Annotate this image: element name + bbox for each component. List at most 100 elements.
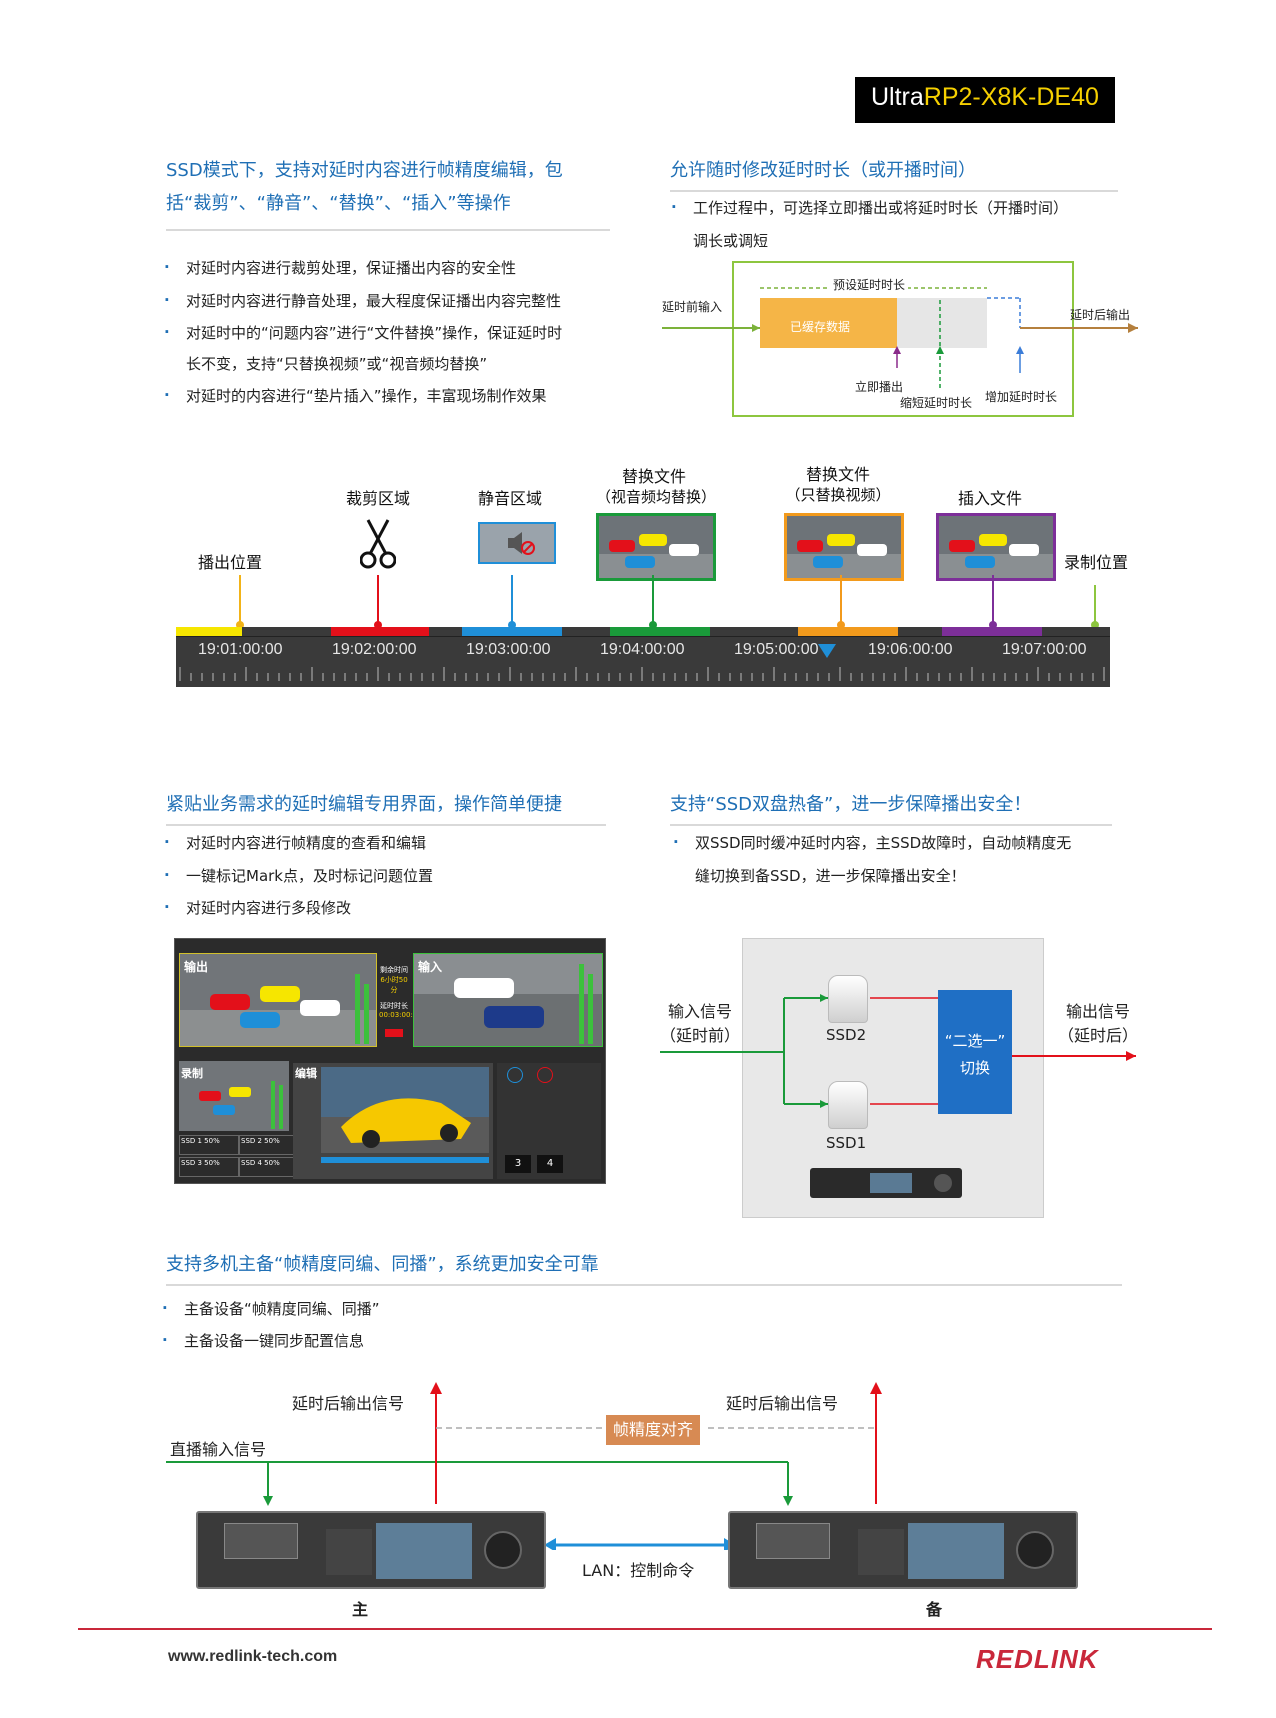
sec3-bullet: ·对延时内容进行帧精度的查看和编辑 (164, 833, 427, 852)
sec2-bullet-cont: 调长或调短 (693, 232, 769, 250)
sync-live-input-label: 直播输入信号 (170, 1440, 267, 1459)
sec5-bullet: ·主备设备一键同步配置信息 (162, 1331, 365, 1350)
ui-input-pane: 输入 (413, 953, 603, 1047)
timeline-segment-green (610, 627, 710, 636)
timeline-time: 19:01:00:00 (198, 641, 283, 658)
timeline-time: 19:06:00:00 (868, 641, 953, 658)
ssd2-drive-icon (828, 975, 868, 1023)
timeline-segment-red (331, 627, 429, 636)
diagram-cached-label: 已缓存数据 (790, 320, 851, 334)
sec1-title-line2: 括“裁剪”、“静音”、“替换”、“插入”等操作 (166, 193, 511, 214)
sec5-title: 支持多机主备“帧精度同编、同播”，系统更加安全可靠 (166, 1254, 599, 1275)
sync-out-right-label: 延时后输出信号 (726, 1394, 839, 1413)
sec5-rule (166, 1284, 1122, 1286)
replace-av-thumbnail (596, 513, 716, 581)
ssd-input-label: 输入信号（延时前） (660, 1002, 741, 1045)
timeline-bar: 19:01:00:00 19:02:00:00 19:03:00:00 19:0… (176, 627, 1110, 687)
timeline-time: 19:04:00:00 (600, 641, 685, 658)
timeline-connectors (236, 575, 1099, 629)
ui-status-panel: 剩余时间 6小时50分 延时时长 00:03:00:00 (379, 953, 422, 1045)
footer-rule (78, 1628, 1212, 1630)
ui-record-label: 录制 (181, 1067, 203, 1080)
ui-input-label: 输入 (418, 960, 443, 974)
sec3-bullet: ·对延时内容进行多段修改 (164, 898, 352, 917)
timeline-segment-orange (798, 627, 898, 636)
diagram-shorten-label: 缩短延时时长 (900, 396, 973, 410)
diagram-preset-label: 预设延时时长 (830, 276, 909, 293)
ui-ssd4: SSD 4 50% (239, 1157, 299, 1177)
editor-ui-screenshot: 输出 剩余时间 6小时50分 延时时长 00:03:00:00 输入 录制 SS… (174, 938, 606, 1184)
backup-device-label: 备 (926, 1600, 943, 1619)
timeline-time: 19:05:00:00 (734, 641, 819, 658)
model-name: RP2-X8K-DE40 (923, 83, 1099, 111)
device-small-image (810, 1168, 962, 1198)
ssd2-label: SSD2 (826, 1026, 867, 1044)
diagram-extend-label: 增加延时时长 (985, 390, 1058, 404)
sync-diagram-lines (166, 1382, 882, 1550)
sec3-rule (166, 824, 606, 826)
playhead-marker-icon (818, 644, 836, 658)
ssd1-label: SSD1 (826, 1134, 867, 1152)
sec1-bullet-cont: 长不变，支持“只替换视频”或“视音频均替换” (186, 355, 488, 373)
sec5-bullet: ·主备设备“帧精度同编、同播” (162, 1299, 380, 1318)
replace-video-thumbnail (784, 513, 904, 581)
mute-box (478, 522, 556, 564)
model-badge: UltraRP2-X8K-DE40 (855, 77, 1115, 123)
sec1-rule (166, 229, 610, 231)
sec1-title-line1: SSD模式下，支持对延时内容进行帧精度编辑，包 (166, 160, 563, 181)
sec1-bullet: ·对延时内容进行静音处理，最大程度保证播出内容完整性 (164, 291, 562, 310)
frame-align-badge: 帧精度对齐 (606, 1415, 700, 1445)
footer-url[interactable]: www.redlink-tech.com (168, 1648, 338, 1665)
speaker-muted-icon (508, 532, 535, 555)
timeline-segment-yellow (176, 627, 242, 636)
ssd-output-label: 输出信号（延时后） (1058, 1002, 1139, 1045)
ui-edit-pane: 编辑 (293, 1063, 493, 1179)
ui-edit-label: 编辑 (295, 1067, 317, 1080)
insert-thumbnail (936, 513, 1056, 581)
tl-replace-video: 替换文件 （只替换视频） (785, 465, 891, 504)
timeline-segment-black (176, 627, 1110, 637)
ssd1-drive-icon (828, 1081, 868, 1129)
sec1-title: SSD模式下，支持对延时内容进行帧精度编辑，包 括“裁剪”、“静音”、“替换”、… (166, 154, 626, 220)
timeline-time: 19:03:00:00 (466, 641, 551, 658)
sec4-title: 支持“SSD双盘热备”，进一步保障播出安全！ (670, 794, 1032, 815)
scissors-icon (360, 519, 396, 569)
ui-output-label: 输出 (184, 960, 209, 974)
timeline-segment-blue (462, 627, 562, 636)
redlink-logo: REDLINK (976, 1644, 1099, 1674)
diagram-output-label: 延时后输出 (1070, 308, 1131, 322)
tl-play-position: 播出位置 (198, 553, 263, 572)
sec1-bullet: ·对延时中的“问题内容”进行“文件替换”操作，保证延时时 (164, 323, 563, 342)
tl-cut-region: 裁剪区域 (346, 489, 411, 508)
main-device-label: 主 (352, 1600, 369, 1619)
ui-clip-4[interactable]: 4 (537, 1155, 563, 1173)
diagram-input-label: 延时前输入 (662, 300, 723, 314)
ui-info-panel: 3 4 (497, 1063, 601, 1179)
ui-output-pane: 输出 (179, 953, 377, 1047)
ui-alert-icon[interactable] (537, 1067, 553, 1083)
sec4-bullet: ·双SSD同时缓冲延时内容，主SSD故障时，自动帧精度无 (673, 833, 1072, 852)
ui-record-pane: 录制 (179, 1061, 289, 1131)
sec1-bullet: ·对延时内容进行裁剪处理，保证播出内容的安全性 (164, 258, 517, 277)
lan-label: LAN：控制命令 (582, 1561, 695, 1580)
main-device (196, 1511, 546, 1589)
timeline-ticks (179, 667, 1105, 681)
timeline-segment-purple (942, 627, 1042, 636)
timeline-time: 19:07:00:00 (1002, 641, 1087, 658)
timeline-time: 19:02:00:00 (332, 641, 417, 658)
ui-clip-3[interactable]: 3 (505, 1155, 531, 1173)
ui-ssd2: SSD 2 50% (239, 1135, 299, 1155)
switch-box: “二选一” 切换 (938, 990, 1012, 1114)
ssd-diagram-lines (660, 994, 1136, 1108)
ui-mark-icon[interactable] (507, 1067, 523, 1083)
tl-replace-av: 替换文件 （视音频均替换） (596, 467, 717, 506)
sec4-bullet-cont: 缝切换到备SSD，进一步保障播出安全！ (695, 867, 966, 885)
tl-insert: 插入文件 (958, 489, 1023, 508)
model-prefix: Ultra (871, 83, 924, 111)
tl-record-position: 录制位置 (1064, 553, 1129, 572)
diagram-playnow-label: 立即播出 (855, 380, 904, 394)
sec3-title: 紧贴业务需求的延时编辑专用界面，操作简单便捷 (166, 794, 562, 815)
tl-mute-region: 静音区域 (478, 489, 543, 508)
sync-out-left-label: 延时后输出信号 (292, 1394, 405, 1413)
ui-ssd1: SSD 1 50% (179, 1135, 239, 1155)
